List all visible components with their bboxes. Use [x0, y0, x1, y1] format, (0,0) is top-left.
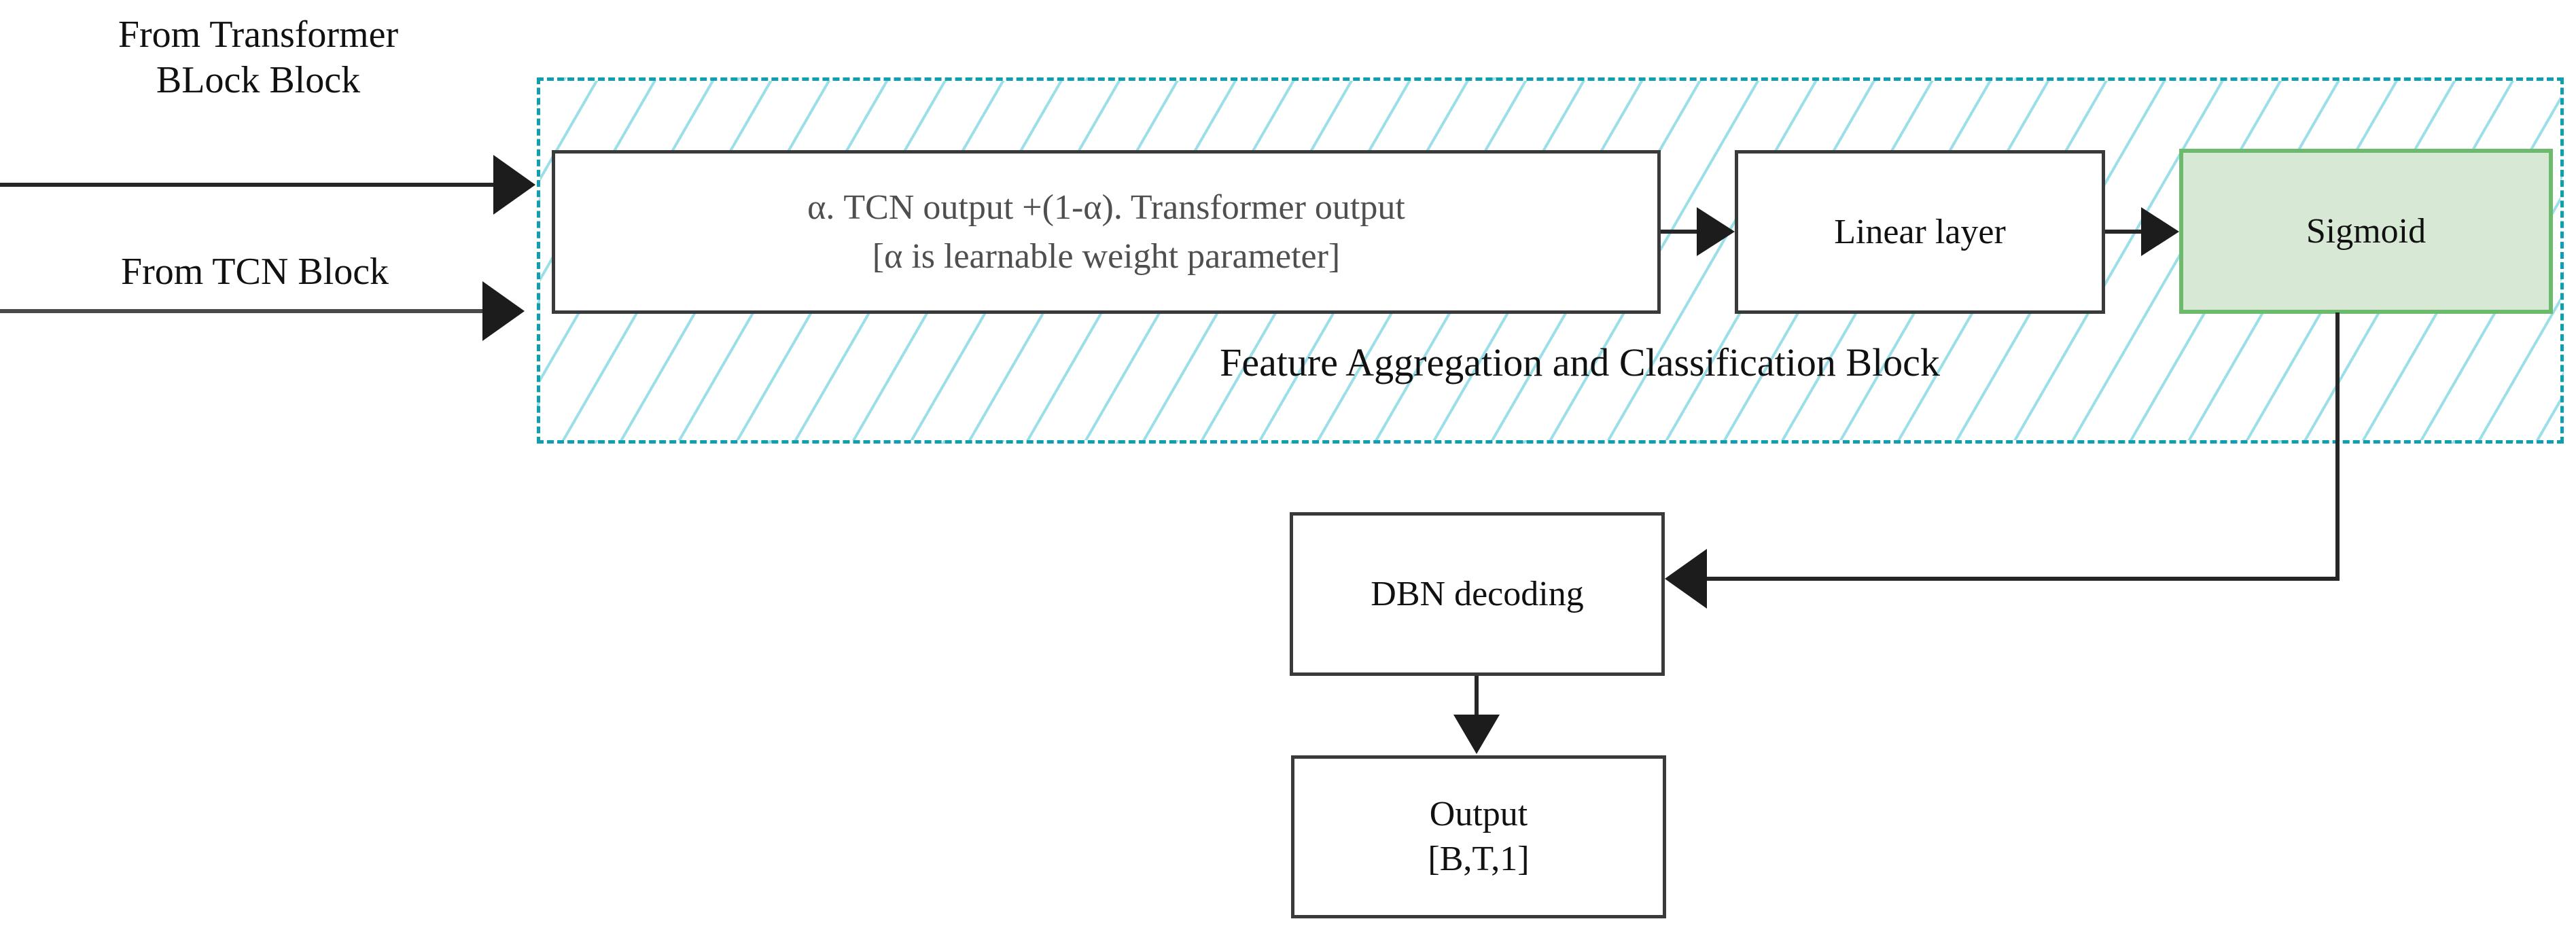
output-shape: [B,T,1] [1428, 840, 1530, 878]
linear-to-sigmoid-connector [2105, 230, 2145, 234]
aggregation-to-linear-arrowhead [1697, 207, 1735, 256]
sigmoid-to-dbn-arrowhead [1665, 549, 1707, 609]
dbn-decoding-label: DBN decoding [1371, 575, 1584, 613]
linear-to-sigmoid-arrowhead [2141, 207, 2179, 256]
aggregation-to-linear-connector [1661, 230, 1701, 234]
dbn-to-output-arrowhead [1453, 715, 1500, 754]
node-output: Output [B,T,1] [1291, 755, 1666, 918]
tcn-input-connector [0, 309, 484, 313]
weighted-sum-formula: α. TCN output +(1-α). Transformer output [807, 187, 1405, 227]
label-from-transformer-block: From Transformer BLock Block [118, 14, 399, 101]
output-label: Output [1429, 795, 1528, 833]
sigmoid-to-dbn-connector [1704, 577, 2340, 581]
node-weighted-sum: α. TCN output +(1-α). Transformer output… [552, 150, 1661, 314]
transformer-input-connector [0, 183, 495, 187]
label-from-tcn-block: From TCN Block [120, 251, 389, 293]
node-dbn-decoding: DBN decoding [1290, 512, 1665, 676]
tcn-input-arrowhead [482, 281, 525, 341]
linear-layer-label: Linear layer [1834, 213, 2006, 251]
node-sigmoid: Sigmoid [2179, 149, 2553, 314]
sigmoid-down-connector [2335, 312, 2340, 581]
transformer-input-arrowhead [493, 155, 535, 215]
weighted-sum-note: [α is learnable weight parameter] [872, 236, 1341, 276]
sigmoid-label: Sigmoid [2306, 212, 2427, 251]
region-caption: Feature Aggregation and Classification B… [1220, 340, 1940, 384]
dbn-to-output-connector [1475, 676, 1479, 718]
node-linear-layer: Linear layer [1735, 150, 2105, 314]
